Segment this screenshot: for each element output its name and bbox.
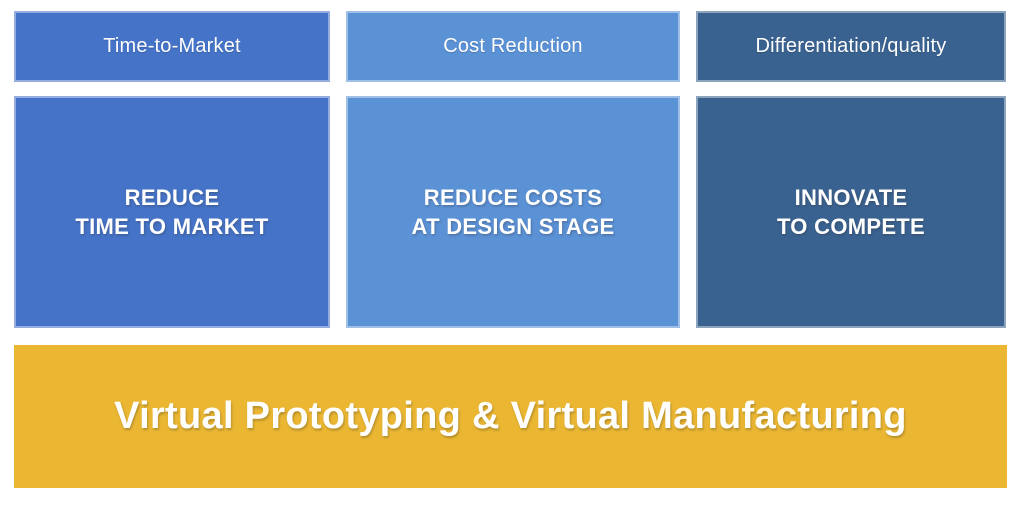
banner-label: Virtual Prototyping & Virtual Manufactur…	[114, 395, 907, 437]
header-label-cost-reduction: Cost Reduction	[443, 35, 583, 57]
header-label-time-to-market: Time-to-Market	[103, 35, 241, 57]
body-box-reduce-time-to-market: REDUCE TIME TO MARKET	[14, 96, 330, 328]
body-label-innovate-to-compete: INNOVATE TO COMPETE	[776, 185, 926, 239]
body-label-reduce-costs-design-stage: REDUCE COSTS AT DESIGN STAGE	[411, 185, 615, 239]
benefits-grid: Time-to-Market Cost Reduction Differenti…	[14, 11, 1006, 328]
header-box-time-to-market: Time-to-Market	[14, 11, 330, 82]
virtual-prototyping-banner: Virtual Prototyping & Virtual Manufactur…	[14, 345, 1007, 488]
body-box-reduce-costs-design-stage: REDUCE COSTS AT DESIGN STAGE	[346, 96, 680, 328]
header-box-differentiation-quality: Differentiation/quality	[696, 11, 1006, 82]
body-label-reduce-time-to-market: REDUCE TIME TO MARKET	[75, 185, 269, 239]
header-box-cost-reduction: Cost Reduction	[346, 11, 680, 82]
header-label-differentiation-quality: Differentiation/quality	[755, 35, 947, 57]
body-box-innovate-to-compete: INNOVATE TO COMPETE	[696, 96, 1006, 328]
